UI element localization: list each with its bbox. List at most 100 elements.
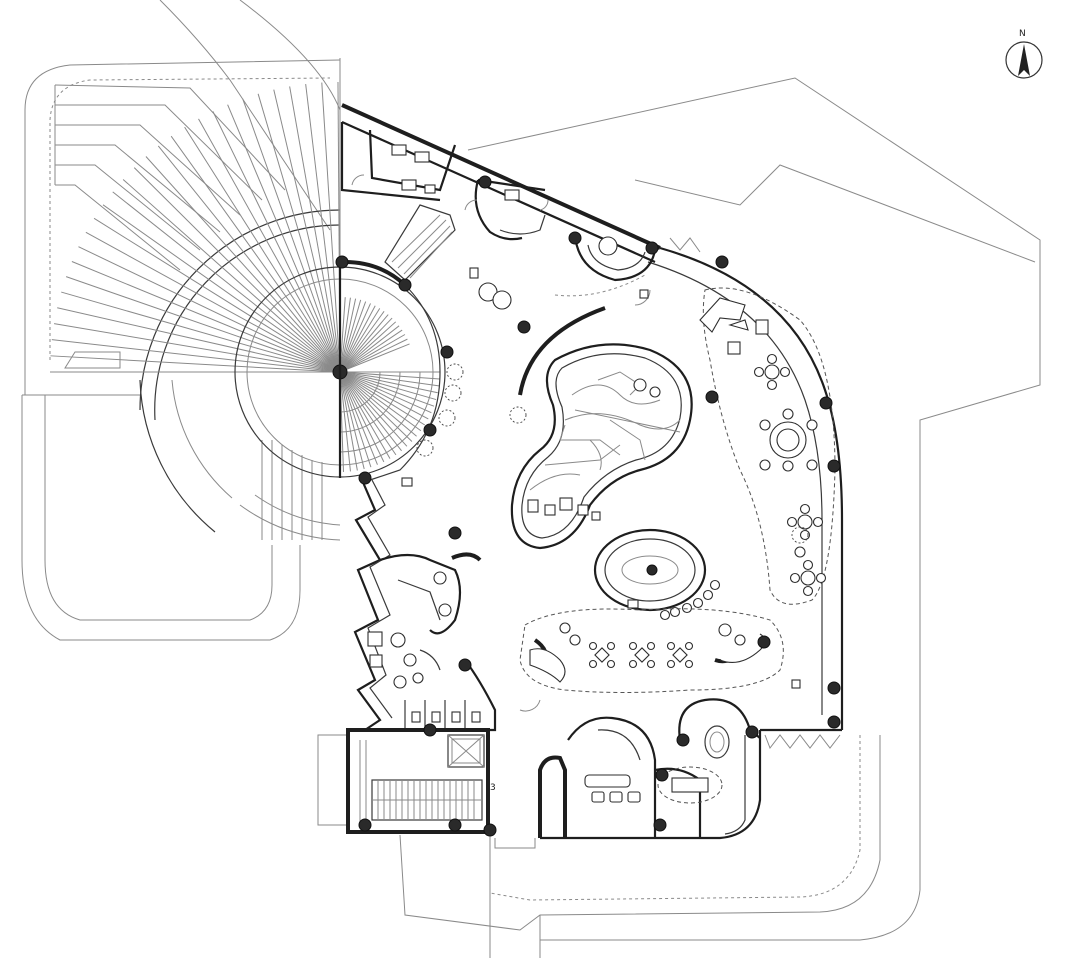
dashed-circle [444, 384, 462, 402]
table [672, 647, 688, 663]
fan-line [339, 371, 440, 380]
fan-line [339, 371, 408, 447]
chair [646, 641, 656, 651]
chair [799, 503, 811, 515]
fan-line [212, 111, 341, 373]
stool [702, 589, 714, 601]
fan-line [339, 371, 402, 452]
fan-line [339, 371, 422, 432]
fan-line [122, 179, 341, 373]
chair [606, 659, 616, 669]
south-seating-zone [519, 608, 784, 693]
column [819, 396, 833, 410]
chair [684, 659, 694, 669]
amphitheater-radial-steps [50, 82, 440, 472]
column [335, 255, 349, 269]
column [655, 768, 669, 782]
column [458, 658, 472, 672]
fan-line [339, 371, 429, 420]
fan-line [78, 246, 341, 373]
stair-elevator-core [346, 728, 490, 834]
curved-screen-wall [518, 306, 606, 396]
chair [753, 366, 765, 378]
fan-line [339, 371, 397, 456]
central-island-exhibit [510, 343, 693, 550]
fan-line [339, 311, 385, 373]
east-lounge-zone [699, 287, 836, 605]
fan-line [273, 89, 341, 373]
chair [759, 419, 771, 431]
fan-line [339, 371, 391, 459]
fan-line [339, 303, 371, 373]
chair [815, 572, 827, 584]
chair [666, 659, 676, 669]
chair [606, 641, 616, 651]
fan-line [157, 145, 341, 373]
fan-line [198, 118, 341, 373]
fan-line [339, 371, 437, 401]
structural-columns [335, 175, 841, 837]
oval-stools [659, 579, 721, 621]
column [358, 471, 372, 485]
chair [588, 659, 598, 669]
column [483, 823, 497, 837]
fan-line [133, 167, 341, 373]
fan-arc [339, 371, 401, 433]
table [634, 647, 650, 663]
fan-line [321, 82, 341, 373]
oval-display [593, 528, 707, 612]
dashed-circle [446, 363, 464, 381]
fan-line [339, 371, 426, 426]
column [676, 733, 690, 747]
chair [759, 459, 771, 471]
fan-line [339, 301, 367, 373]
column [478, 175, 492, 189]
fan-line [71, 261, 341, 373]
fan-line [57, 307, 341, 373]
fan-line [339, 298, 357, 373]
fan-line [339, 308, 381, 373]
column [705, 390, 719, 404]
fan-line [339, 371, 351, 472]
fan-line [339, 299, 362, 373]
dashed-circle [416, 439, 434, 457]
dashed-circles [416, 363, 809, 544]
chair [782, 460, 794, 472]
chair [628, 641, 638, 651]
column [398, 278, 412, 292]
chair [628, 659, 638, 669]
chair [806, 459, 818, 471]
stool [709, 579, 721, 591]
fan-line [305, 83, 341, 373]
fan-line [53, 323, 341, 373]
chair [812, 516, 824, 528]
fan-line [339, 371, 438, 394]
fan-line [170, 135, 341, 373]
table [797, 514, 813, 530]
column [448, 526, 462, 540]
fan-line [184, 126, 341, 373]
fan-line [339, 329, 403, 373]
fan-line [339, 371, 378, 465]
fan-line [227, 104, 341, 373]
column [423, 423, 437, 437]
north-office-rooms [340, 122, 657, 297]
fan-arc [339, 371, 421, 453]
table [800, 570, 816, 586]
chair [766, 379, 778, 391]
column [715, 255, 729, 269]
fan-line [339, 371, 365, 470]
fan-line [339, 338, 408, 373]
table [594, 647, 610, 663]
fan-line [85, 231, 341, 373]
column [653, 818, 667, 832]
fan-line [339, 325, 400, 373]
stool [659, 609, 671, 621]
fan-line [339, 371, 385, 463]
fan-line [339, 371, 435, 407]
chair [646, 659, 656, 669]
site-context-lines [21, 0, 1041, 958]
stair-treads [377, 780, 475, 820]
fan-line [339, 371, 372, 468]
fan-line [339, 297, 351, 373]
